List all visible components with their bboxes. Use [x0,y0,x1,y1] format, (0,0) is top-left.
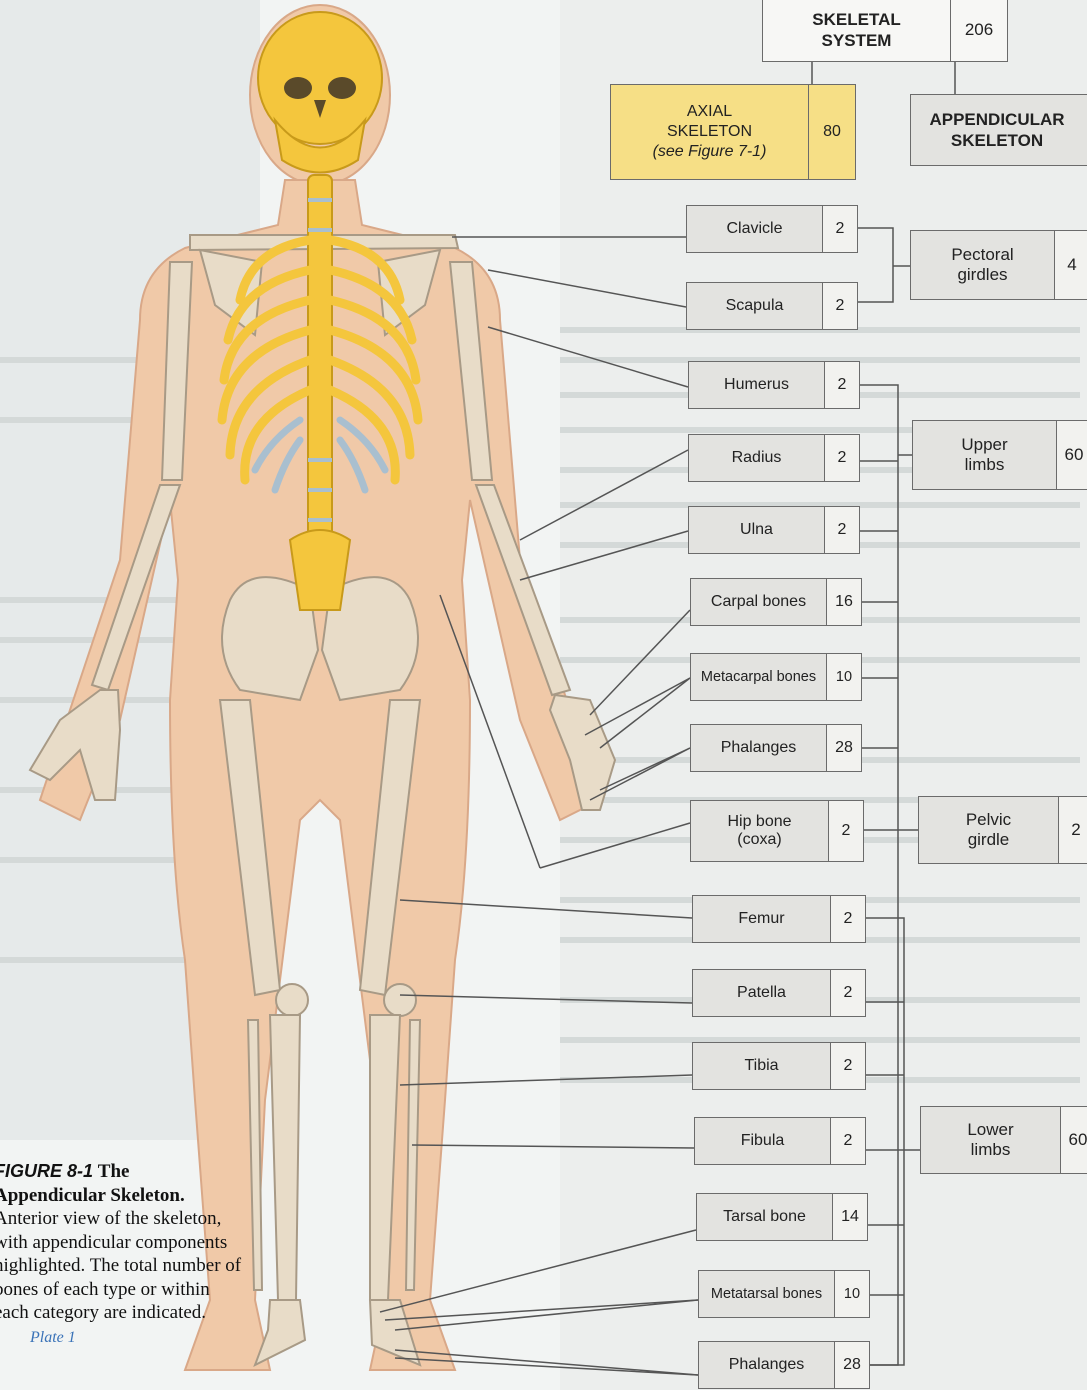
bone-count: 2 [822,283,857,329]
bone-count: 2 [830,1118,865,1164]
skeletal-system-count: 206 [950,0,1007,61]
bone-box-fibula: Fibula 2 [694,1117,866,1165]
axial-skeleton-count: 80 [808,85,855,179]
bone-box-femur: Femur 2 [692,895,866,943]
bone-count: 2 [824,507,859,553]
bone-label: Phalanges [699,1342,834,1388]
bone-box-ulna: Ulna 2 [688,506,860,554]
bone-box-phalanges-hand: Phalanges 28 [690,724,862,772]
bone-label: Fibula [695,1118,830,1164]
bone-box-tibia: Tibia 2 [692,1042,866,1090]
bone-box-hip-bone: Hip bone(coxa) 2 [690,800,864,862]
bone-label: Metatarsal bones [699,1271,834,1317]
bone-box-humerus: Humerus 2 [688,361,860,409]
bone-count: 14 [832,1194,867,1240]
bone-label: Scapula [687,283,822,329]
bone-count: 2 [824,435,859,481]
category-count: 4 [1054,231,1087,299]
bone-count: 2 [828,801,863,861]
bone-label: Phalanges [691,725,826,771]
axial-skeleton-label: AXIAL SKELETON (see Figure 7-1) [611,85,808,179]
category-count: 60 [1056,421,1087,489]
bone-box-radius: Radius 2 [688,434,860,482]
bone-count: 2 [822,206,857,252]
axial-figure-reference: (see Figure 7-1) [653,142,767,162]
bone-box-phalanges-foot: Phalanges 28 [698,1341,870,1389]
bone-box-clavicle: Clavicle 2 [686,205,858,253]
figure-number: FIGURE 8-1 [0,1161,93,1181]
bone-count: 16 [826,579,861,625]
bone-box-carpal-bones: Carpal bones 16 [690,578,862,626]
bone-label: Radius [689,435,824,481]
plate-link[interactable]: Plate 1 [30,1329,76,1346]
bone-count: 28 [834,1342,869,1388]
bone-label: Femur [693,896,830,942]
bone-label: Ulna [689,507,824,553]
bone-box-metacarpal-bones: Metacarpal bones 10 [690,653,862,701]
bone-label: Metacarpal bones [691,654,826,700]
bone-label: Tibia [693,1043,830,1089]
bone-label: Clavicle [687,206,822,252]
bone-count: 2 [830,970,865,1016]
bone-count: 28 [826,725,861,771]
bone-label: Humerus [689,362,824,408]
bone-box-metatarsal-bones: Metatarsal bones 10 [698,1270,870,1318]
category-count: 60 [1060,1107,1087,1173]
axial-skeleton-box: AXIAL SKELETON (see Figure 7-1) 80 [610,84,856,180]
bone-box-patella: Patella 2 [692,969,866,1017]
bone-label: Patella [693,970,830,1016]
bone-label: Tarsal bone [697,1194,832,1240]
bone-count: 10 [826,654,861,700]
caption-text: Anterior view of the skeleton, with appe… [0,1208,241,1323]
bone-box-scapula: Scapula 2 [686,282,858,330]
bone-count: 2 [830,896,865,942]
bone-label: Hip bone(coxa) [691,801,828,861]
bone-label: Carpal bones [691,579,826,625]
bone-count: 10 [834,1271,869,1317]
bone-box-tarsal-bone: Tarsal bone 14 [696,1193,868,1241]
category-count: 2 [1058,797,1087,863]
bone-count: 2 [830,1043,865,1089]
bone-count: 2 [824,362,859,408]
figure-caption: FIGURE 8-1 The Appendicular Skeleton. An… [0,1160,244,1349]
